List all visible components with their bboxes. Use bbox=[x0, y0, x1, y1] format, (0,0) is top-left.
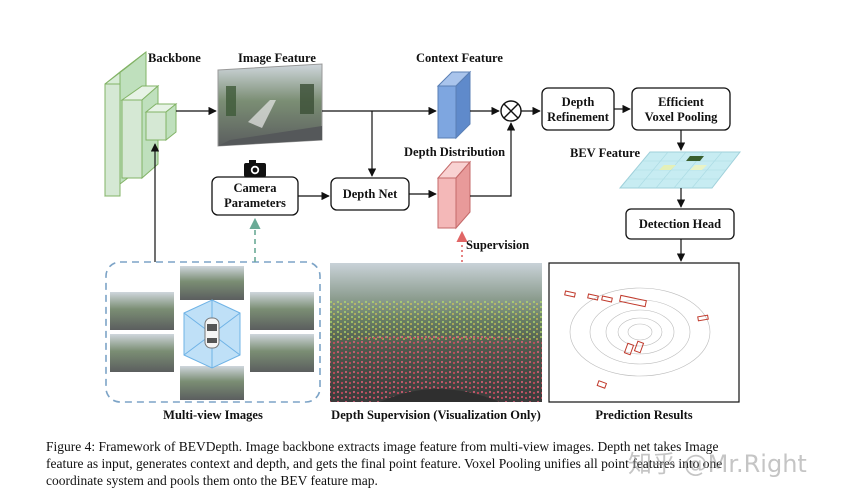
backbone-blocks bbox=[104, 50, 178, 198]
detection-head-label: Detection Head bbox=[639, 217, 721, 231]
bev-feature-label: BEV Feature bbox=[570, 146, 640, 160]
depth-net-label: Depth Net bbox=[343, 187, 398, 201]
image-feature-photo bbox=[217, 63, 323, 147]
detection-head-box bbox=[625, 208, 735, 240]
car-icon bbox=[204, 317, 220, 349]
depth-supervision-image bbox=[330, 263, 542, 402]
context-feature-prism bbox=[436, 70, 472, 140]
connectors bbox=[150, 104, 686, 262]
depth-supervision-label: Depth Supervision (Visualization Only) bbox=[331, 408, 541, 422]
depth-distribution-label: Depth Distribution bbox=[404, 145, 505, 159]
voxel-pooling-label-1: Efficient bbox=[658, 95, 705, 109]
camera-parameters-label-1: Camera bbox=[233, 181, 277, 195]
depth-refinement-label-1: Depth bbox=[562, 95, 595, 109]
context-feature-label: Context Feature bbox=[416, 51, 503, 65]
voxel-pooling-label-2: Voxel Pooling bbox=[645, 110, 719, 124]
prediction-results-image bbox=[548, 262, 740, 403]
multi-view-panel bbox=[105, 261, 321, 403]
camera-icon bbox=[244, 160, 266, 177]
caption-line-2: feature as input, generates context and … bbox=[46, 456, 723, 471]
caption-line-3: coordinate system and pools them onto th… bbox=[46, 473, 378, 488]
figure-caption: Figure 4: Framework of BEVDepth. Image b… bbox=[46, 438, 826, 489]
multi-view-photos bbox=[110, 266, 314, 400]
depth-refinement-label-2: Refinement bbox=[547, 110, 610, 124]
multi-view-images-label: Multi-view Images bbox=[163, 408, 263, 422]
prediction-results-label: Prediction Results bbox=[595, 408, 692, 422]
camera-parameters-label-2: Parameters bbox=[224, 196, 286, 210]
backbone-label: Backbone bbox=[148, 51, 201, 65]
supervision-label: Supervision bbox=[466, 238, 529, 252]
multiply-icon bbox=[500, 100, 522, 122]
depth-distribution-prism bbox=[436, 160, 472, 230]
image-feature-label: Image Feature bbox=[238, 51, 316, 65]
watermark: 知乎 @Mr.Right bbox=[628, 450, 807, 478]
caption-line-1: Figure 4: Framework of BEVDepth. Image b… bbox=[46, 439, 719, 454]
